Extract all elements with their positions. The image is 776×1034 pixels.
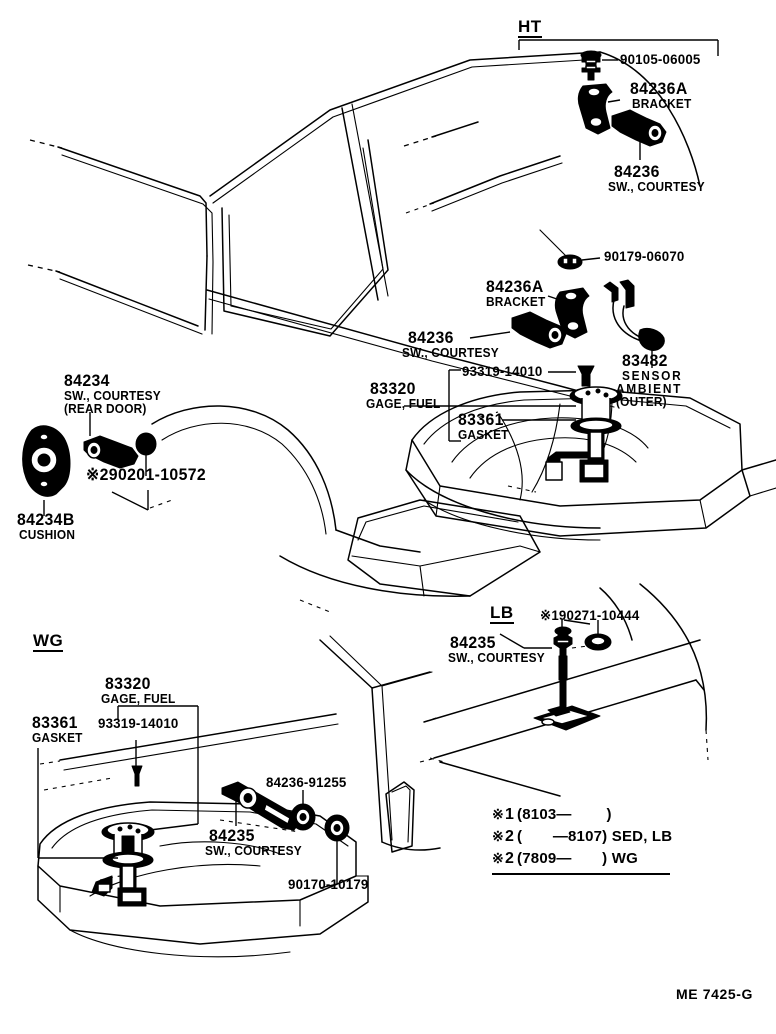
callout-83320-mid-number: 83320 xyxy=(370,379,416,398)
part-90105-06005 xyxy=(580,50,602,81)
wagon-leaders xyxy=(37,705,199,859)
callout-93319-14010-wg-number: 93319-14010 xyxy=(98,715,179,731)
callout-93319-14010-mid-number: 93319-14010 xyxy=(462,363,543,379)
part-90170-10179-nut xyxy=(324,814,350,842)
callout-84234-number: 84234 xyxy=(64,371,110,390)
legend-row: ※ 2 (7809— ) WG xyxy=(492,850,672,872)
group-label-ht: HT xyxy=(518,17,542,38)
drawing-number: ME 7425-G xyxy=(676,986,753,1002)
callout-84235-lb-number: 84235 xyxy=(450,633,496,652)
mid-group-parts xyxy=(404,229,665,442)
callout-83482-number: 83482 xyxy=(622,351,668,370)
rear-door-switch-group xyxy=(22,412,173,516)
fuel-gage-assembly-wagon xyxy=(91,822,155,907)
part-84236A-bracket-ht xyxy=(577,83,613,135)
callout-84236-91255-number: 84236-91255 xyxy=(266,774,347,790)
callout-90105-06005-number: 90105-06005 xyxy=(620,51,701,67)
legend-mark: ※ xyxy=(492,828,504,844)
wagon-body xyxy=(39,635,441,853)
liftback-switch-parts xyxy=(499,619,612,731)
callout-84234-desc1: SW., COURTESY xyxy=(64,389,161,403)
part-93319-14010-mid xyxy=(577,365,595,387)
legend-text: (7809— ) WG xyxy=(517,850,638,867)
part-84236A-bracket-mid xyxy=(554,287,590,339)
callout-83361-mid-number: 83361 xyxy=(458,410,504,429)
callout-90179-06070-number: 90179-06070 xyxy=(604,248,685,264)
callout-290201-10572-number: ※290201-10572 xyxy=(86,465,207,484)
callout-83482-desc1: SENSOR xyxy=(622,369,683,383)
callout-84236A-mid-desc: BRACKET xyxy=(486,295,546,309)
callout-83482-desc2: AMBIENT xyxy=(616,382,683,396)
callout-83361-wg-desc: GASKET xyxy=(32,731,83,745)
part-84236-switch-ht xyxy=(611,109,667,147)
legend-mark: ※ xyxy=(492,850,504,866)
ht-group-parts xyxy=(518,39,719,160)
fuel-tank-sedan xyxy=(405,389,776,541)
footnote-legend: ※ 1 (8103— ) ※ 2 ( —8107) SED, LB ※ 2 (7… xyxy=(492,806,672,875)
legend-row: ※ 1 (8103— ) xyxy=(492,806,672,828)
legend-index: 2 xyxy=(504,850,515,867)
legend-underline xyxy=(492,873,670,875)
group-label-wg: WG xyxy=(33,631,64,652)
callout-83320-wg-desc: GAGE, FUEL xyxy=(101,692,176,706)
callout-190271-10444-number: ※190271-10444 xyxy=(540,607,640,623)
callout-84236A-ht-desc: BRACKET xyxy=(632,97,692,111)
part-84234-switch xyxy=(83,435,139,469)
legend-mark: ※ xyxy=(492,806,504,822)
legend-index: 1 xyxy=(504,806,515,823)
fuel-gage-assembly-sedan xyxy=(545,386,623,483)
legend-row: ※ 2 ( —8107) SED, LB xyxy=(492,828,672,850)
callout-83361-mid-desc: GASKET xyxy=(458,428,509,442)
callout-84236-mid-desc: SW., COURTESY xyxy=(402,346,499,360)
callout-83320-wg-number: 83320 xyxy=(105,674,151,693)
car-body-upper xyxy=(27,51,701,613)
callout-83320-mid-desc: GAGE, FUEL xyxy=(366,397,441,411)
callout-84234-desc2: (REAR DOOR) xyxy=(64,402,147,416)
part-84234B-cushion xyxy=(22,425,71,497)
callout-84236-mid-number: 84236 xyxy=(408,328,454,347)
callout-84234B-number: 84234B xyxy=(17,510,75,529)
wagon-switch-parts xyxy=(219,781,350,889)
callout-84236-ht-desc: SW., COURTESY xyxy=(608,180,705,194)
part-84236-91255-washer xyxy=(290,803,316,831)
callout-90170-10179-number: 90170-10179 xyxy=(288,876,369,892)
part-93319-14010-wg xyxy=(131,765,143,787)
legend-text: ( —8107) SED, LB xyxy=(517,828,673,845)
part-290201-10572 xyxy=(135,432,157,456)
callout-84235-wg-number: 84235 xyxy=(209,826,255,845)
part-190271-10444-washer xyxy=(584,633,612,651)
callout-84234B-desc: CUSHION xyxy=(19,528,76,542)
part-84235-switch-lb xyxy=(553,626,573,713)
callout-83482-desc3: (OUTER) xyxy=(616,395,667,409)
part-90179-06070 xyxy=(557,254,583,270)
part-83482-sensor xyxy=(603,279,665,351)
callout-84236A-ht-number: 84236A xyxy=(630,79,688,98)
callout-84236-ht-number: 84236 xyxy=(614,162,660,181)
part-84235-switch-wg xyxy=(221,781,301,831)
legend-index: 2 xyxy=(504,828,515,845)
callout-83361-wg-number: 83361 xyxy=(32,713,78,732)
callout-84235-wg-desc: SW., COURTESY xyxy=(205,844,302,858)
callout-84236A-mid-number: 84236A xyxy=(486,277,544,296)
group-label-lb: LB xyxy=(490,603,514,624)
legend-text: (8103— ) xyxy=(517,806,612,823)
part-84236-switch-mid xyxy=(511,311,567,349)
callout-84235-lb-desc: SW., COURTESY xyxy=(448,651,545,665)
